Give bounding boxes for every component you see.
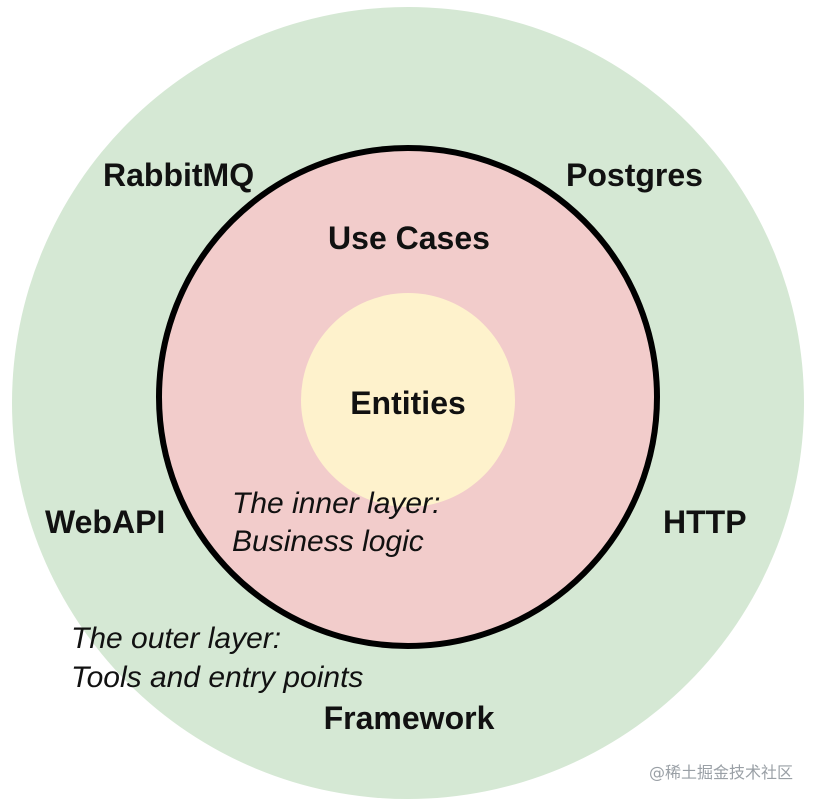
inner-layer-caption-line1: The inner layer: [232, 487, 440, 520]
entities-title: Entities [350, 385, 466, 421]
postgres-label: Postgres [566, 157, 703, 193]
rabbitmq-label: RabbitMQ [103, 157, 254, 193]
entities-circle [301, 293, 515, 507]
webapi-label: WebAPI [45, 504, 165, 540]
inner-layer-caption-line2: Business logic [232, 525, 424, 558]
framework-label: Framework [324, 700, 495, 736]
outer-layer-caption-line2: Tools and entry points [71, 661, 363, 694]
outer-layer-caption-line1: The outer layer: [71, 622, 281, 655]
http-label: HTTP [663, 504, 747, 540]
watermark-text: @稀土掘金技术社区 [649, 763, 793, 782]
use-cases-title: Use Cases [328, 220, 490, 256]
